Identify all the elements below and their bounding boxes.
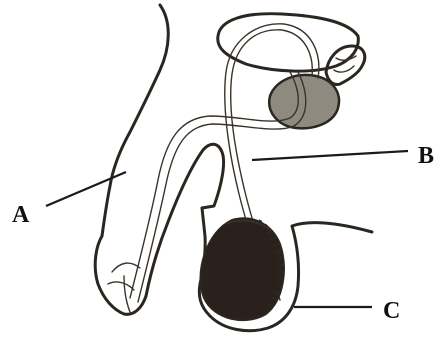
leader-line-a: [46, 172, 126, 206]
testis: [200, 218, 283, 320]
seminal-vesicle: [326, 46, 365, 85]
leader-line-b: [252, 151, 408, 160]
label-b: B: [418, 143, 434, 169]
label-a: A: [12, 202, 30, 228]
label-c: C: [383, 298, 400, 324]
